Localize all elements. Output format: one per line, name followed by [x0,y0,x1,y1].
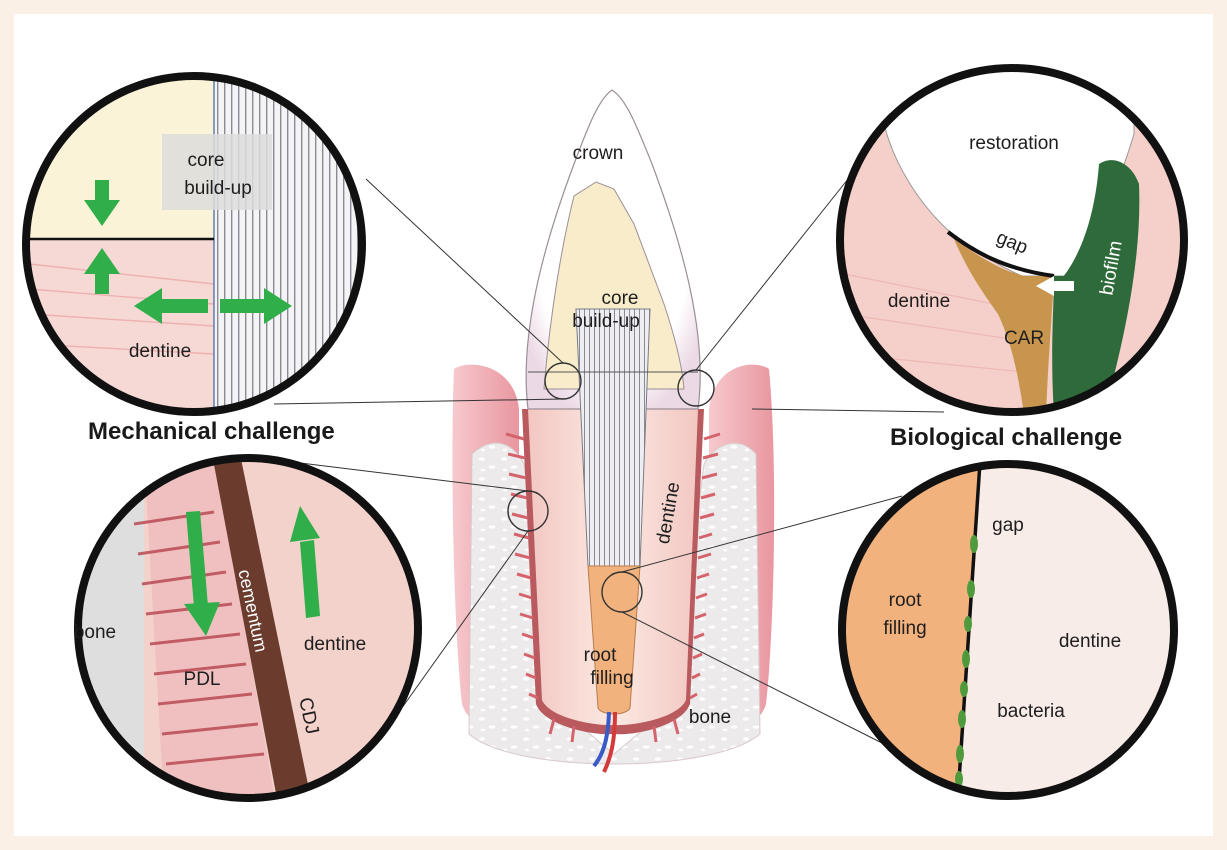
tooth-label-root-1: root [584,645,617,666]
tooth-label-root-2: filling [590,668,633,689]
zoom-br-root-1: root [889,590,922,611]
zoom-tr-dentine: dentine [888,291,950,312]
zoom-top-right: restoration gap dentine CAR biofilm [834,64,1204,424]
zoom-br-bacteria: bacteria [997,701,1065,722]
tooth-label-crown: crown [573,143,624,164]
zoom-tr-restoration: restoration [969,133,1059,154]
zoom-top-left: core build-up dentine [24,74,384,419]
figure-canvas: crown core build-up dentine root filling… [14,14,1213,836]
post [576,309,650,566]
heading-mechanical: Mechanical challenge [88,418,335,445]
zoom-tl-core-1: core [188,150,225,171]
zoom-bottom-left: bone cementum dentine PDL CDJ [74,454,424,804]
zoom-bl-bone: bone [74,622,116,643]
tooth-label-bone: bone [689,707,731,728]
zoom-bottom-right: gap root filling dentine bacteria [834,459,1184,799]
zoom-br-root-2: filling [883,618,926,639]
zoom-br-gap: gap [992,515,1024,536]
zoom-bl-dentine: dentine [304,634,366,655]
central-tooth: crown core build-up dentine root filling… [452,90,774,772]
heading-biological: Biological challenge [890,424,1122,451]
zoom-tr-car: CAR [1004,328,1044,349]
zoom-bl-pdl: PDL [184,669,221,690]
zoom-tl-core-2: build-up [184,178,252,199]
zoom-br-dentine: dentine [1059,631,1121,652]
tooth-label-core-2: build-up [572,311,640,332]
zoom-tl-dentine: dentine [129,341,191,362]
tooth-diagram: crown core build-up dentine root filling… [14,14,1213,836]
tooth-label-core-1: core [602,288,639,309]
